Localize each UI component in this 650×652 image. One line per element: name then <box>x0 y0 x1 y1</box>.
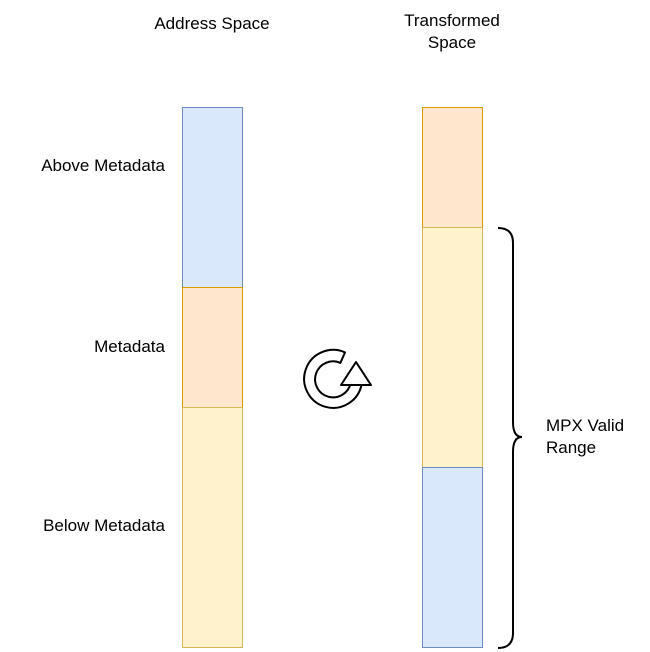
label-above-metadata: Above Metadata <box>41 156 165 175</box>
transformed-above-metadata-block <box>422 467 483 648</box>
address-metadata-block <box>182 287 243 408</box>
rotate-arrow-icon <box>303 348 372 409</box>
label-metadata: Metadata <box>94 337 165 356</box>
mpx-valid-range-label: MPX Valid Range <box>546 416 625 457</box>
address-below-metadata-block <box>182 407 243 648</box>
mpx-valid-range-bracket <box>497 227 523 649</box>
transformed-space-title: Transformed Space <box>404 11 500 52</box>
transformed-below-metadata-block <box>422 227 483 468</box>
address-above-metadata-block <box>182 107 243 288</box>
transformed-metadata-block <box>422 107 483 228</box>
label-below-metadata: Below Metadata <box>43 516 165 535</box>
address-space-title: Address Space <box>154 14 270 33</box>
